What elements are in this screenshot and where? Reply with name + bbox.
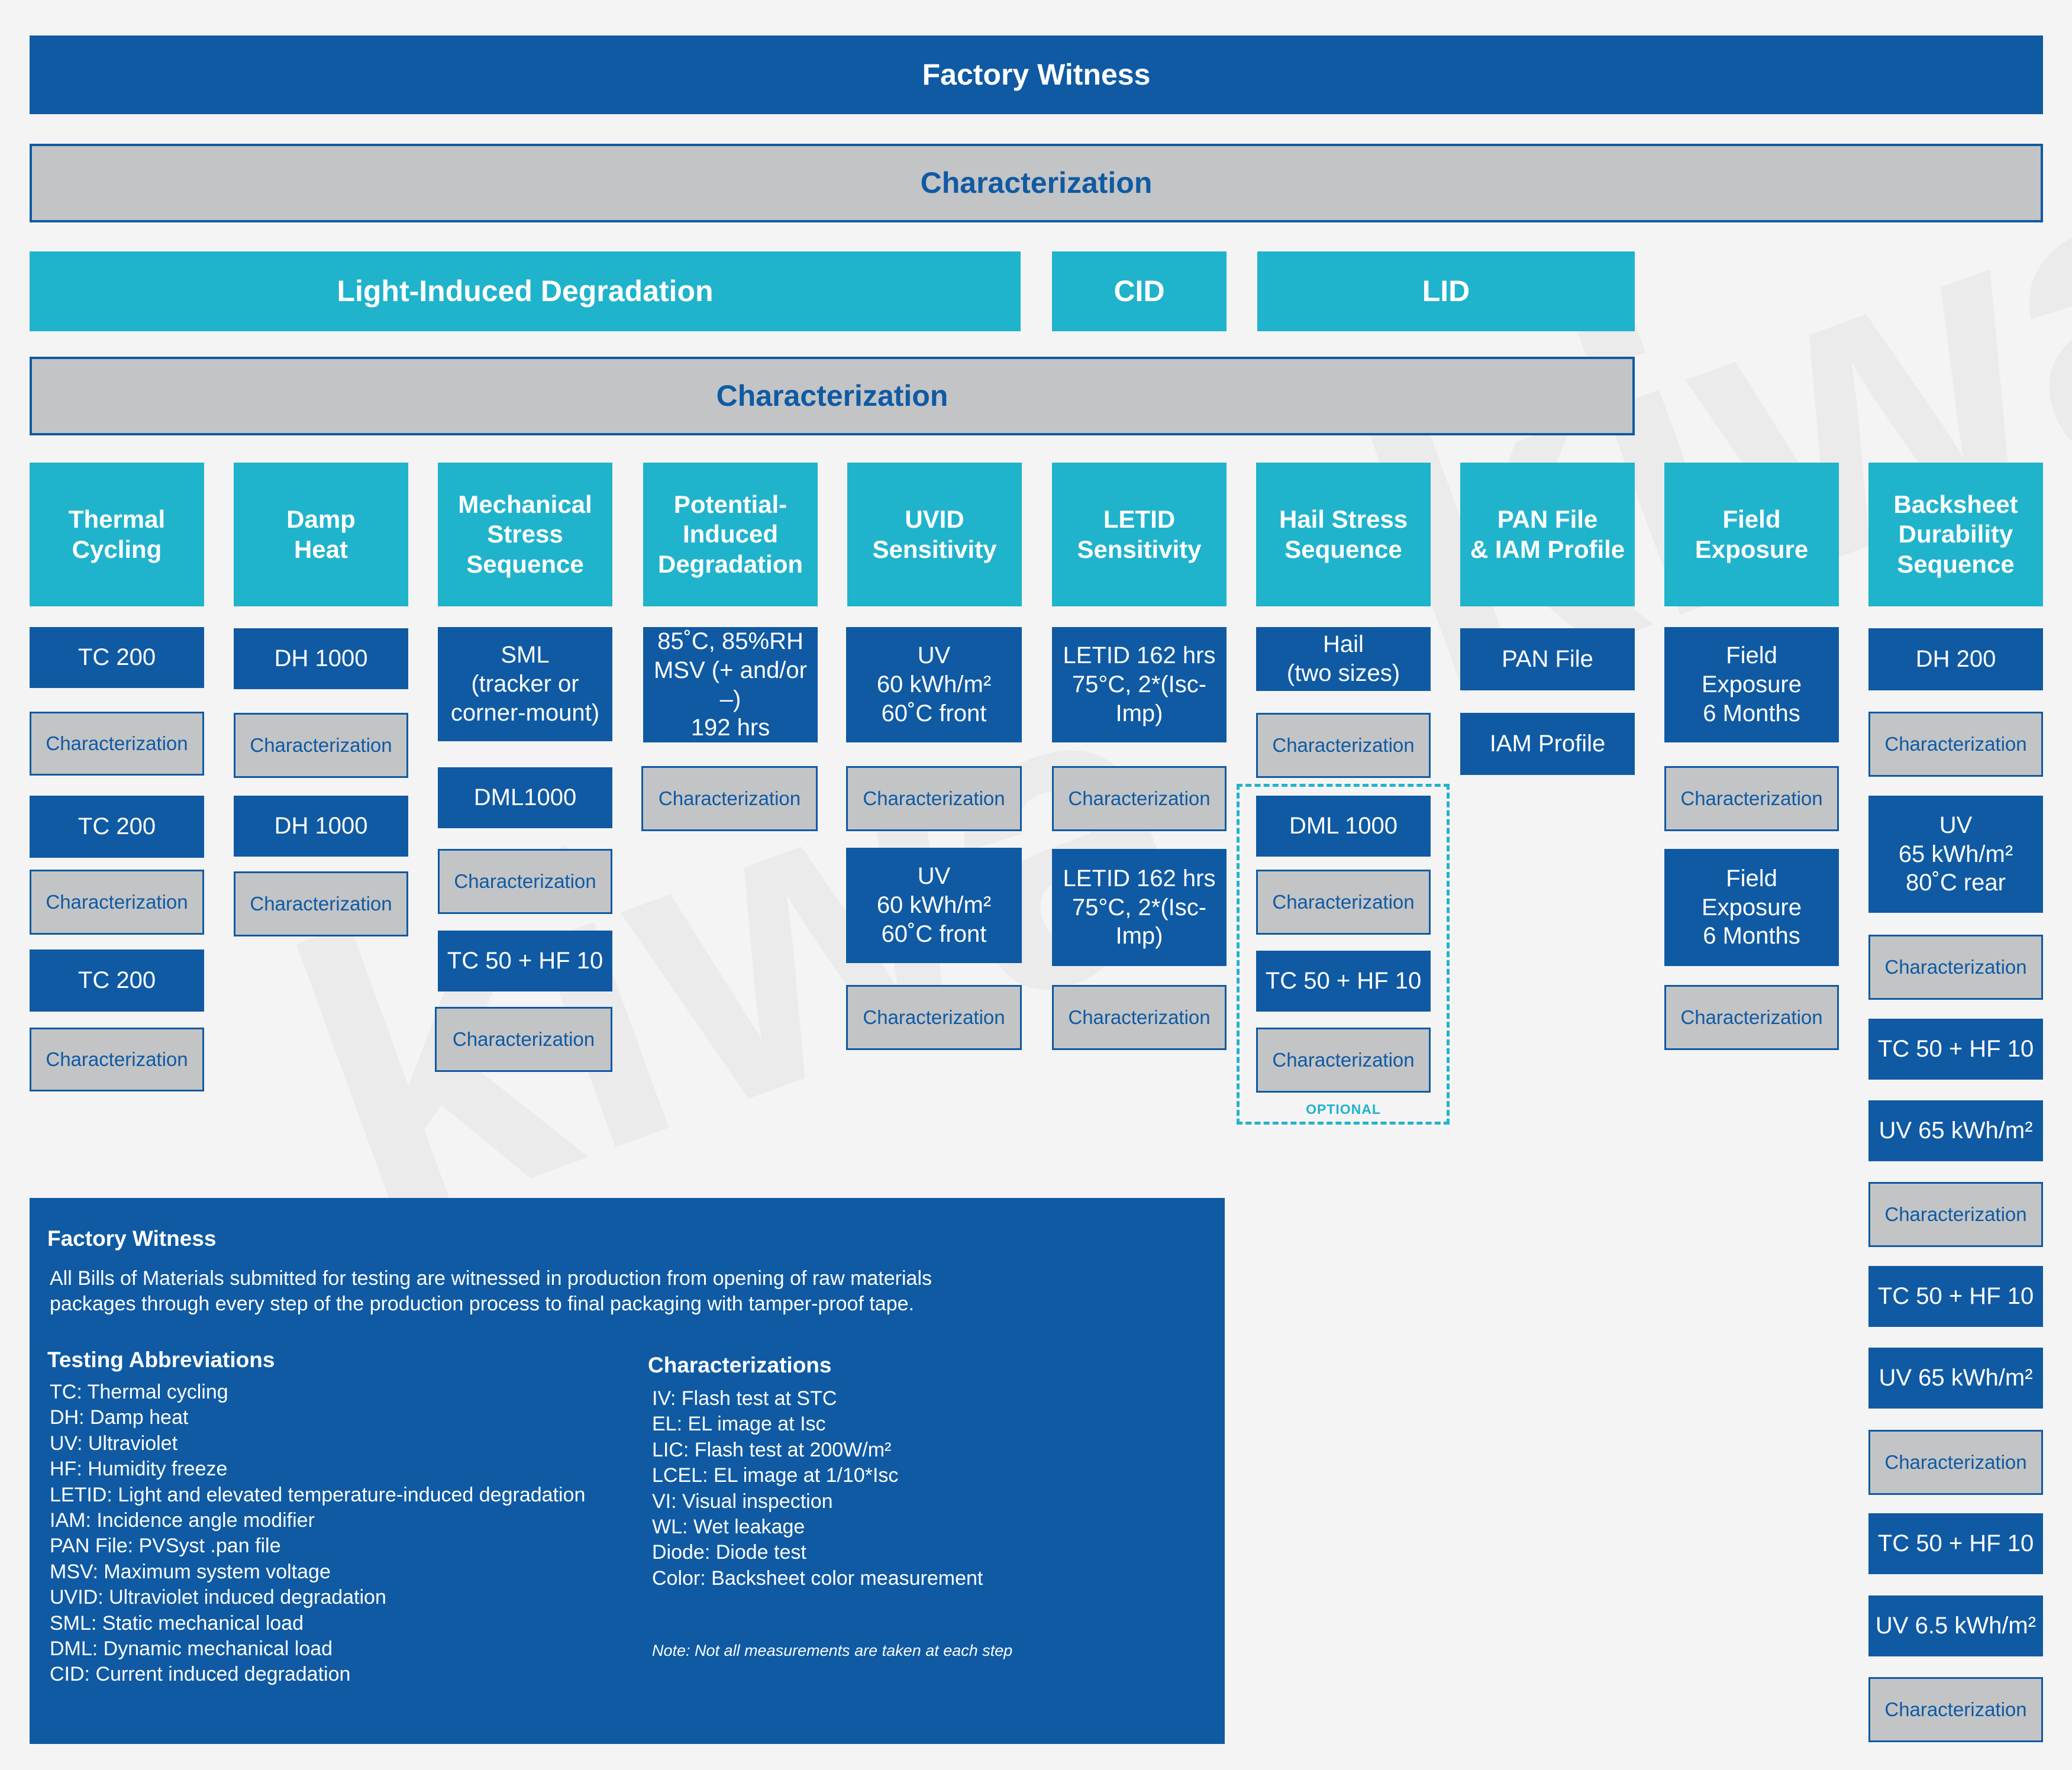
step-characterization: Characterization: [1664, 985, 1839, 1050]
abbreviation-item: IAM: Incidence angle modifier: [50, 1509, 315, 1532]
column-header-letid: LETID Sensitivity: [1052, 463, 1227, 606]
abbreviation-item: TC: Thermal cycling: [50, 1381, 228, 1403]
step-characterization: Characterization: [1868, 935, 2043, 1000]
step-test: SML (tracker or corner-mount): [438, 627, 612, 741]
step-characterization: Characterization: [1256, 713, 1431, 778]
step-characterization: Characterization: [1052, 766, 1227, 831]
step-characterization: Characterization: [30, 1028, 204, 1091]
step-test: DH 1000: [234, 796, 408, 857]
optional-label: OPTIONAL: [1306, 1102, 1381, 1117]
step-test: UV 60 kWh/m² 60˚C front: [846, 627, 1022, 742]
lid-band: LID: [1257, 251, 1635, 331]
characterization-item: WL: Wet leakage: [652, 1516, 805, 1539]
step-characterization: Characterization: [1868, 1430, 2043, 1495]
legend-panel: Factory Witness All Bills of Materials s…: [30, 1198, 1225, 1744]
step-test: DH 1000: [234, 628, 408, 689]
factory-witness-band: Factory Witness: [30, 35, 2043, 114]
abbreviation-item: PAN File: PVSyst .pan file: [50, 1535, 281, 1558]
step-characterization: Characterization: [1868, 1182, 2043, 1247]
column-header-uvid: UVID Sensitivity: [847, 463, 1022, 606]
characterization-item: Color: Backsheet color measurement: [652, 1566, 983, 1590]
step-characterization: Characterization: [846, 766, 1022, 831]
abbreviations-title: Testing Abbreviations: [47, 1348, 275, 1372]
step-test: TC 200: [30, 949, 204, 1012]
step-test: DML1000: [438, 767, 612, 828]
characterization-band-partial: Characterization: [30, 357, 1635, 435]
optional-steps-frame: [1237, 784, 1450, 1125]
step-test: Field Exposure 6 Months: [1664, 627, 1839, 742]
step-characterization: Characterization: [1256, 1028, 1431, 1093]
characterization-item: Diode: Diode test: [652, 1541, 806, 1564]
step-test: TC 200: [30, 796, 204, 858]
step-test: TC 200: [30, 627, 204, 688]
factory-witness-title: Factory Witness: [47, 1226, 217, 1251]
column-header-backsheet-durability: Backsheet Durability Sequence: [1868, 463, 2043, 606]
step-characterization: Characterization: [30, 712, 204, 776]
step-characterization: Characterization: [846, 985, 1022, 1050]
step-characterization: Characterization: [435, 1007, 612, 1072]
abbreviation-item: UVID: Ultraviolet induced degradation: [50, 1586, 386, 1609]
step-characterization: Characterization: [1664, 766, 1839, 831]
step-characterization: Characterization: [1256, 870, 1431, 935]
step-characterization: Characterization: [234, 713, 408, 778]
step-test: TC 50 + HF 10: [1868, 1019, 2043, 1080]
abbreviations-list: TC: Thermal cycling DH: Damp heat UV: Ul…: [50, 1380, 641, 1688]
abbreviation-item: UV: Ultraviolet: [50, 1432, 178, 1455]
step-test: TC 50 + HF 10: [438, 931, 612, 991]
step-test: UV 65 kWh/m²: [1868, 1348, 2043, 1409]
cid-band: CID: [1052, 251, 1227, 331]
step-test: LETID 162 hrs 75°C, 2*(Isc-Imp): [1052, 849, 1227, 966]
abbreviation-item: LETID: Light and elevated temperature-in…: [50, 1483, 586, 1506]
step-test: DH 200: [1868, 628, 2043, 690]
step-test: TC 50 + HF 10: [1868, 1266, 2043, 1327]
abbreviation-item: DH: Damp heat: [50, 1406, 189, 1429]
column-header-field-exposure: Field Exposure: [1664, 463, 1839, 606]
step-test: UV 6.5 kWh/m²: [1868, 1595, 2043, 1656]
step-test: Hail (two sizes): [1256, 627, 1431, 691]
step-test: UV 60 kWh/m² 60˚C front: [846, 848, 1022, 963]
characterization-item: LCEL: EL image at 1/10*Isc: [652, 1464, 899, 1487]
measurement-note: Note: Not all measurements are taken at …: [652, 1642, 1013, 1659]
step-test: UV 65 kWh/m² 80˚C rear: [1868, 796, 2043, 913]
characterizations-title: Characterizations: [648, 1353, 832, 1377]
column-header-damp-heat: Damp Heat: [234, 463, 408, 606]
step-characterization: Characterization: [438, 849, 612, 914]
light-induced-degradation-band: Light-Induced Degradation: [30, 251, 1021, 331]
characterization-item: VI: Visual inspection: [652, 1490, 833, 1513]
step-test: TC 50 + HF 10: [1256, 951, 1431, 1012]
step-test: 85˚C, 85%RH MSV (+ and/or –) 192 hrs: [643, 627, 818, 742]
column-header-pid: Potential- Induced Degradation: [643, 463, 818, 606]
step-test: Field Exposure 6 Months: [1664, 849, 1839, 966]
step-test: PAN File: [1460, 628, 1635, 690]
step-test: IAM Profile: [1460, 713, 1635, 775]
step-characterization: Characterization: [1052, 985, 1227, 1050]
abbreviation-item: SML: Static mechanical load: [50, 1611, 304, 1635]
column-header-mechanical-stress: Mechanical Stress Sequence: [438, 463, 612, 606]
characterization-band-full: Characterization: [30, 144, 2043, 222]
abbreviation-item: HF: Humidity freeze: [50, 1458, 228, 1481]
column-header-thermal-cycling: Thermal Cycling: [30, 463, 204, 606]
characterization-item: EL: EL image at Isc: [652, 1413, 826, 1436]
step-characterization: Characterization: [30, 870, 204, 935]
step-characterization: Characterization: [1868, 712, 2043, 777]
step-test: LETID 162 hrs 75°C, 2*(Isc-Imp): [1052, 627, 1227, 742]
column-header-pan-iam: PAN File & IAM Profile: [1460, 463, 1635, 606]
abbreviation-item: DML: Dynamic mechanical load: [50, 1637, 333, 1661]
step-characterization: Characterization: [641, 766, 818, 831]
factory-witness-text: All Bills of Materials submitted for tes…: [50, 1267, 932, 1315]
step-test: UV 65 kWh/m²: [1868, 1100, 2043, 1161]
step-test: TC 50 + HF 10: [1868, 1513, 2043, 1574]
characterization-item: IV: Flash test at STC: [652, 1387, 837, 1410]
abbreviation-item: MSV: Maximum system voltage: [50, 1560, 331, 1583]
abbreviation-item: CID: Current induced degradation: [50, 1663, 351, 1686]
step-characterization: Characterization: [1868, 1677, 2043, 1742]
step-test: DML 1000: [1256, 796, 1431, 857]
step-characterization: Characterization: [234, 871, 408, 936]
column-header-hail-stress: Hail Stress Sequence: [1256, 463, 1431, 606]
characterizations-list: IV: Flash test at STC EL: EL image at Is…: [652, 1386, 1185, 1591]
characterization-item: LIC: Flash test at 200W/m²: [652, 1438, 892, 1461]
